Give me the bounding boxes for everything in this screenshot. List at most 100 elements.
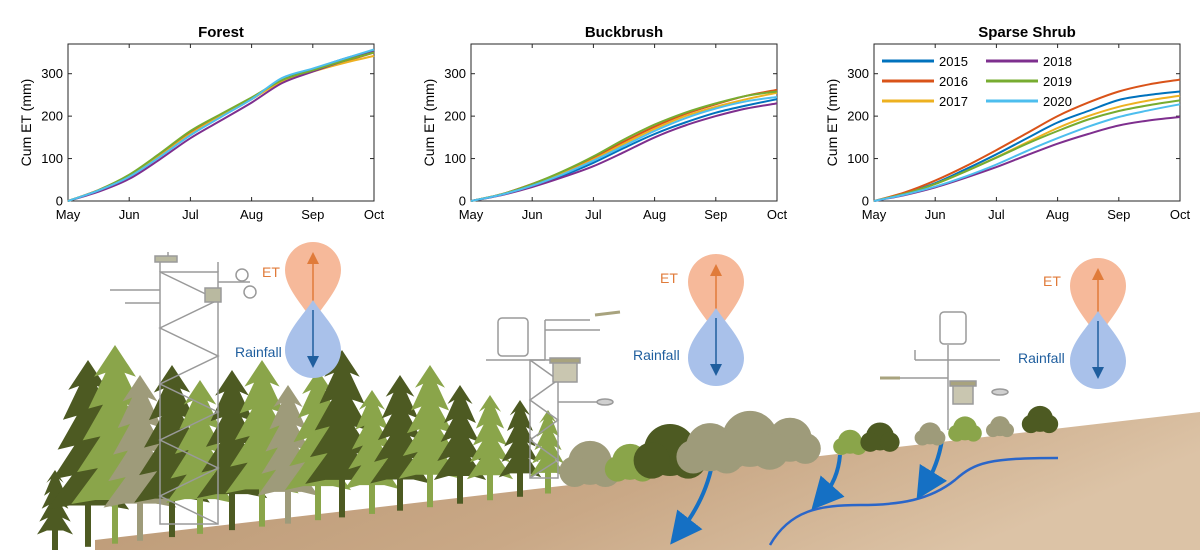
shrub-canopy-left (833, 438, 850, 455)
landscape-illustration: ET Rainfall ET Rainfall ET Rainfall (37, 242, 1200, 550)
tree-trunk (315, 452, 321, 521)
tree-trunk (517, 453, 523, 497)
tree-trunk (197, 464, 203, 534)
shrub-canopy-right (965, 424, 982, 442)
y-tick-label: 200 (41, 109, 63, 124)
y-axis-label: Cum ET (mm) (824, 79, 840, 167)
tree-trunk (397, 449, 403, 511)
shrub-canopy-left (559, 456, 590, 488)
y-tick-label: 100 (847, 151, 869, 166)
et-arrow-head (1092, 268, 1104, 280)
legend-label-2015: 2015 (939, 54, 968, 69)
x-tick-label: Aug (1046, 207, 1069, 222)
tree-trunk (487, 452, 493, 501)
x-tick-label: Oct (767, 207, 788, 222)
axes-box (67, 43, 375, 202)
y-tick-label: 300 (847, 66, 869, 81)
chart-legend: 2015 2016 2017 2018 2019 2020 (882, 54, 1072, 109)
x-tick-label: Aug (643, 207, 666, 222)
legend-label-2018: 2018 (1043, 54, 1072, 69)
x-tick-label: Sep (301, 207, 324, 222)
series-line-2020 (873, 103, 1181, 202)
conifer-tree-15 (433, 385, 487, 504)
rainfall-label-forest: Rainfall (235, 344, 282, 360)
rainfall-label-sparse-shrub: Rainfall (1018, 350, 1065, 366)
series-line-2019 (873, 99, 1181, 202)
x-tick-label: Jul (988, 207, 1005, 222)
legend-label-2016: 2016 (939, 74, 968, 89)
tree-trunk (427, 443, 433, 508)
rainfall-arrow-head (307, 356, 319, 368)
y-tick-label: 300 (444, 66, 466, 81)
axes-box (873, 43, 1181, 202)
shrub-8 (860, 422, 900, 452)
x-tick-label: Jul (182, 207, 199, 222)
series-line-2015 (67, 49, 375, 202)
shrub-11 (986, 416, 1014, 438)
shrub-canopy-right (1000, 423, 1014, 438)
series-line-2016 (873, 78, 1181, 202)
series-line-2017 (67, 54, 375, 202)
y-tick-label: 0 (56, 194, 63, 209)
forest-flux-tower (110, 252, 257, 525)
shrub-canopy-left (986, 423, 1000, 438)
chart-title: Buckbrush (585, 24, 663, 41)
x-tick-label: Oct (364, 207, 385, 222)
series-line-2016 (67, 51, 375, 202)
legend-label-2019: 2019 (1043, 74, 1072, 89)
legend-label-2017: 2017 (939, 94, 968, 109)
rainfall-drop-buckbrush (688, 308, 744, 386)
tree-trunk (545, 455, 551, 494)
series-line-2017 (873, 94, 1181, 202)
et-label-sparse-shrub: ET (1043, 273, 1061, 289)
shrub-6 (759, 417, 821, 464)
tree-trunk (52, 514, 58, 550)
series-line-2019 (67, 51, 375, 202)
shrub-canopy-right (790, 433, 821, 464)
y-tick-label: 200 (847, 109, 869, 124)
tree-trunk (457, 450, 463, 504)
x-tick-label: Aug (240, 207, 263, 222)
shrub-canopy-left (1021, 414, 1040, 434)
tree-crown (498, 400, 542, 478)
x-tick-label: May (862, 207, 887, 222)
y-tick-label: 300 (41, 66, 63, 81)
y-tick-label: 0 (862, 194, 869, 209)
rainfall-label-buckbrush: Rainfall (633, 347, 680, 363)
shrub-canopy-left (710, 430, 751, 470)
shrub-canopy-left (914, 430, 930, 446)
shrub-9 (914, 422, 946, 446)
series-line-2015 (470, 98, 778, 202)
rainfall-drop-sparse-shrub (1070, 311, 1126, 389)
x-tick-label: Jun (925, 207, 946, 222)
et-label-buckbrush: ET (660, 270, 678, 286)
conifer-tree-17 (498, 400, 542, 497)
rainfall-drop-forest (285, 300, 341, 378)
y-axis-label: Cum ET (mm) (18, 79, 34, 167)
shrub-canopy-right (1040, 414, 1059, 434)
water-balance-drops (285, 242, 1126, 389)
y-axis-label: Cum ET (mm) (421, 79, 437, 167)
stream (768, 456, 1059, 546)
legend-label-2020: 2020 (1043, 94, 1072, 109)
hillslope-ground (95, 412, 1200, 550)
conifer-tree-16 (466, 395, 514, 501)
y-tick-label: 0 (459, 194, 466, 209)
conifer-tree-18 (529, 410, 567, 494)
rainfall-arrow-head (710, 364, 722, 376)
infiltration-arrow-2 (811, 454, 845, 510)
chart-title: Forest (198, 24, 244, 41)
et-arrow-head (710, 264, 722, 276)
y-tick-label: 200 (444, 109, 466, 124)
x-tick-label: Sep (704, 207, 727, 222)
tree-crown (466, 395, 514, 480)
chart-title: Sparse Shrub (978, 24, 1076, 41)
x-tick-label: Jun (522, 207, 543, 222)
series-line-2018 (470, 102, 778, 202)
buckbrush-flux-tower (486, 310, 621, 479)
